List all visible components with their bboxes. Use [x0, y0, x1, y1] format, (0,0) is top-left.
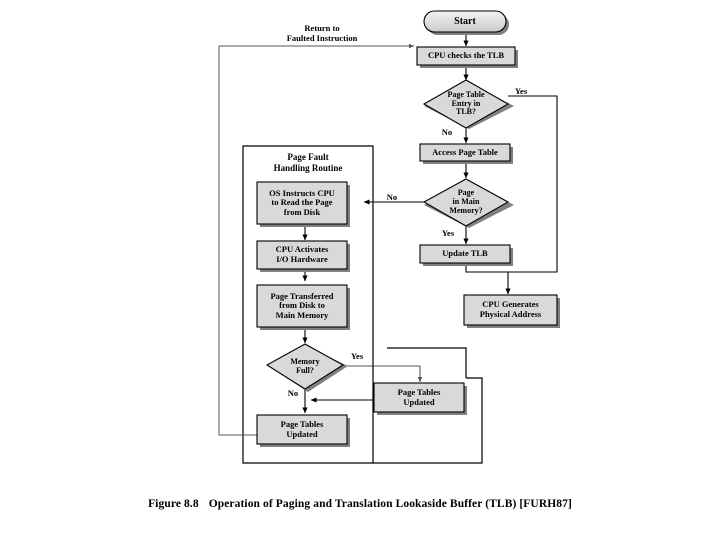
node-update-tlb [419, 244, 513, 266]
node-memory-full [265, 343, 348, 392]
figure-number: Figure 8.8 [148, 498, 199, 510]
node-pte-in-tlb [422, 79, 514, 129]
edge-label-return-to-faulted-instruction: Return to Faulted Instruction [286, 23, 358, 43]
node-page-in-main-memory [422, 178, 514, 228]
node-page-tables-updated-right [373, 382, 467, 415]
page-fault-routine-border-right-top [387, 347, 467, 378]
page-fault-routine-title: Page Fault Handling Routine [273, 152, 343, 173]
edge-label-tlb-no: No [441, 127, 453, 137]
page-fault-routine-border-right [373, 377, 483, 464]
edge-label-memory-full-no: No [287, 388, 299, 398]
edge-pte-yes-bypass [508, 95, 558, 273]
node-page-transferred [256, 284, 350, 330]
figure-title: Operation of Paging and Translation Look… [208, 498, 572, 510]
node-start [423, 10, 509, 35]
node-check-tlb [416, 46, 518, 68]
edge-update-tlb-join [465, 265, 508, 273]
node-page-tables-updated-left [256, 414, 350, 447]
node-access-page-table [419, 143, 513, 164]
edge-label-tlb-yes: Yes [514, 86, 528, 96]
figure-caption: Figure 8.8 Operation of Paging and Transl… [0, 498, 720, 510]
edge-label-page-in-mem-yes: Yes [441, 228, 455, 238]
edge-label-memory-full-yes: Yes [350, 351, 364, 361]
node-os-instructs-cpu [256, 181, 350, 227]
edge-label-page-in-mem-no: No [386, 192, 398, 202]
node-cpu-generates-physical-address [463, 294, 560, 328]
edge-mem-full-yes-to-pt-upd-right [340, 365, 423, 382]
edge-return-to-faulted-instruction [218, 43, 414, 436]
node-cpu-activates-io [256, 240, 350, 272]
